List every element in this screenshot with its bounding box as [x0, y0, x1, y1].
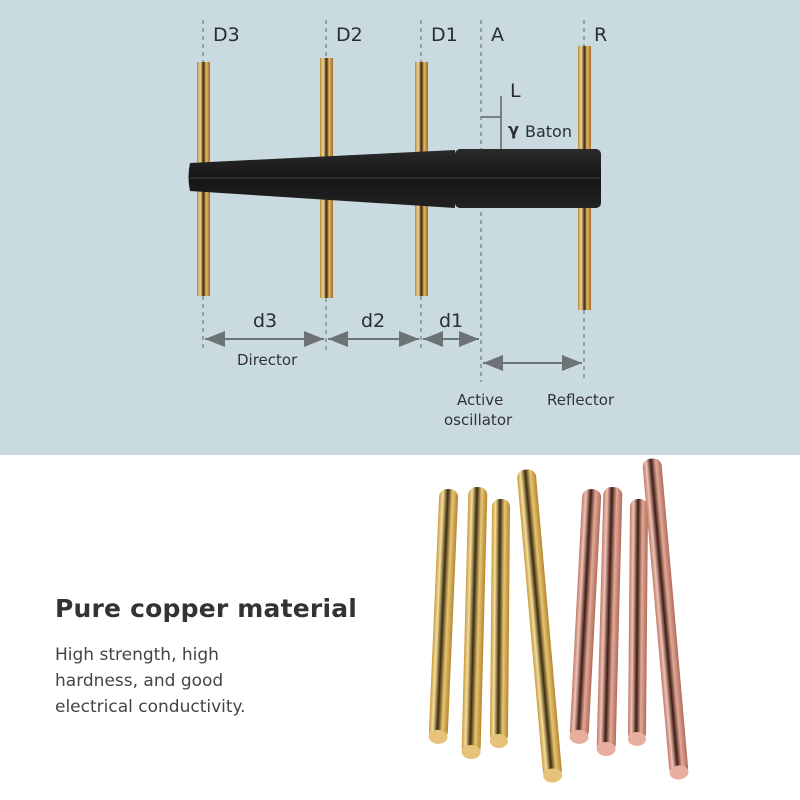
material-panel	[0, 455, 800, 800]
label-d3: D3	[213, 24, 240, 46]
label-d2: D2	[336, 24, 363, 46]
label-oscillator: oscillator	[444, 411, 513, 429]
label-d1: D1	[431, 24, 458, 46]
baton-marker	[481, 96, 502, 150]
description-line: electrical conductivity.	[55, 697, 246, 717]
yagi-antenna-diagram	[188, 20, 601, 382]
spacing-arrows	[205, 331, 582, 371]
material-title: Pure copper material	[55, 594, 358, 623]
boom	[188, 149, 601, 208]
description-line: High strength, high	[55, 645, 219, 665]
material-description: High strength, high hardness, and good e…	[55, 642, 315, 720]
baton-symbol: γ	[508, 120, 519, 139]
label-baton: Baton	[525, 122, 572, 141]
description-line: hardness, and good	[55, 671, 224, 691]
antenna-diagram-panel: D3 D2 D1 A R L γ Baton d3 d2 d1 Director…	[0, 0, 800, 455]
label-spacing-d3: d3	[253, 310, 278, 332]
label-reflector: Reflector	[547, 391, 615, 409]
label-director: Director	[237, 351, 298, 369]
label-a: A	[491, 24, 504, 46]
label-spacing-d1: d1	[439, 310, 464, 332]
guide-lines	[202, 20, 585, 382]
label-spacing-d2: d2	[361, 310, 386, 332]
label-length: L	[510, 80, 521, 102]
label-active: Active	[457, 391, 504, 409]
label-r: R	[594, 24, 608, 46]
